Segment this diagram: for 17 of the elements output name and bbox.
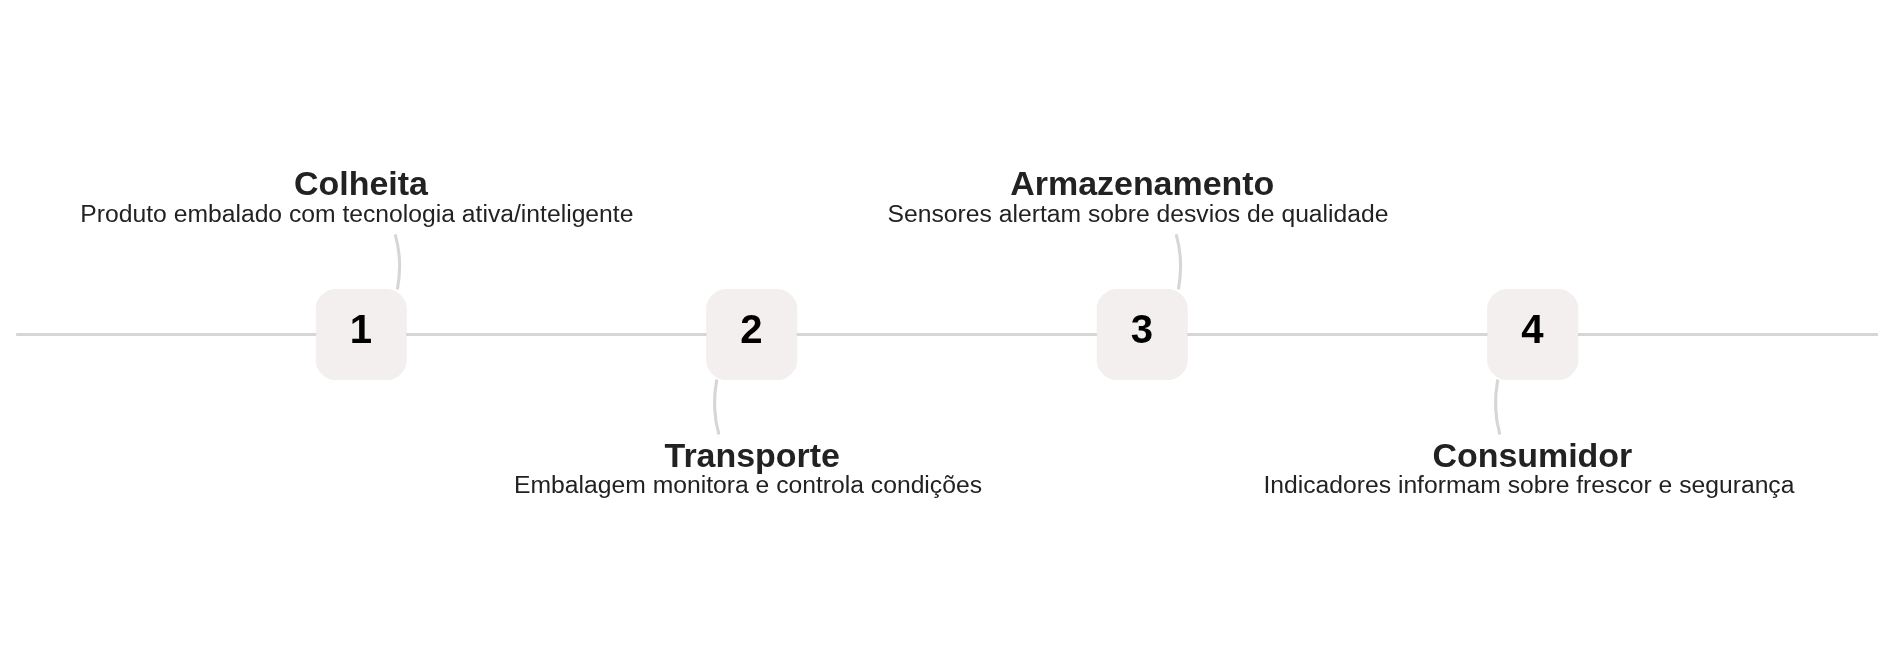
connector [16, 332, 317, 336]
node-text: Armazenamento Sensores alertam sobre desvios de qualidade [887, 163, 1389, 227]
node-text: Colheita Produto embalado com tecnologia ativa/inteligente [80, 163, 634, 227]
node-box: 3 [1096, 288, 1188, 380]
connector [393, 233, 401, 290]
node-box: 4 [1487, 288, 1579, 380]
connector [406, 332, 707, 336]
connector [1187, 332, 1488, 336]
node-text: Consumidor Indicadores informam sobre frescor e segurança [1263, 435, 1795, 498]
connector [713, 378, 721, 435]
node-box: 2 [706, 288, 798, 380]
connector [796, 332, 1098, 336]
connector [1578, 332, 1878, 336]
connector [1174, 233, 1182, 290]
node-text: Transporte Embalagem monitora e controla condições [514, 435, 983, 498]
connector [1494, 378, 1502, 435]
node-box: 1 [315, 288, 407, 380]
